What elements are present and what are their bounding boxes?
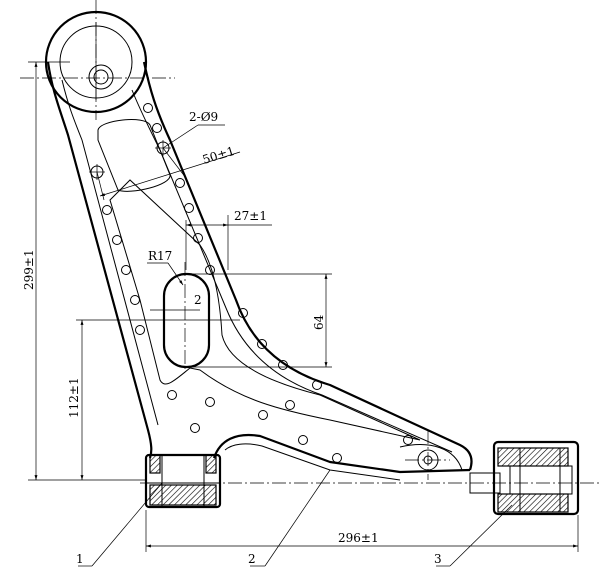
part-callout-1: 1 bbox=[76, 482, 163, 567]
upper-offset-label: 27±1 bbox=[234, 209, 267, 223]
lower-height-label: 112±1 bbox=[67, 377, 81, 418]
slot-small-label: 2 bbox=[194, 293, 202, 307]
ball-joint-boss bbox=[399, 444, 463, 471]
slot bbox=[162, 272, 211, 369]
part-callout-2: 2 bbox=[248, 469, 331, 567]
dim-overall-width: 296±1 bbox=[145, 510, 579, 552]
holes-spacing-label: 50±1 bbox=[201, 144, 237, 167]
center-lines bbox=[20, 0, 600, 484]
callout-3-label: 3 bbox=[434, 552, 442, 566]
slot-height-label: 64 bbox=[312, 314, 326, 330]
overall-width-label: 296±1 bbox=[338, 531, 379, 545]
dim-slot-height: 64 bbox=[186, 273, 332, 368]
dim-upper-offset: 27±1 bbox=[185, 209, 272, 270]
callout-slot-radius: R17 bbox=[147, 249, 184, 286]
dim-lower-height: 112±1 bbox=[67, 319, 240, 480]
arm-body bbox=[46, 61, 473, 481]
callout-holes-spec: 2-Ø9 bbox=[162, 110, 225, 149]
lightening-holes bbox=[102, 103, 413, 463]
dim-overall-height: 299±1 bbox=[22, 61, 145, 481]
part-callout-3: 3 bbox=[434, 504, 513, 567]
holes-spec-label: 2-Ø9 bbox=[189, 110, 218, 124]
callout-1-label: 1 bbox=[76, 552, 84, 566]
dim-slot-small: 2 bbox=[150, 293, 202, 311]
slot-radius-label: R17 bbox=[148, 249, 172, 263]
callout-2-label: 2 bbox=[248, 552, 256, 566]
rear-bushing bbox=[469, 440, 580, 516]
front-bushing bbox=[144, 453, 222, 509]
overall-height-label: 299±1 bbox=[22, 249, 36, 290]
